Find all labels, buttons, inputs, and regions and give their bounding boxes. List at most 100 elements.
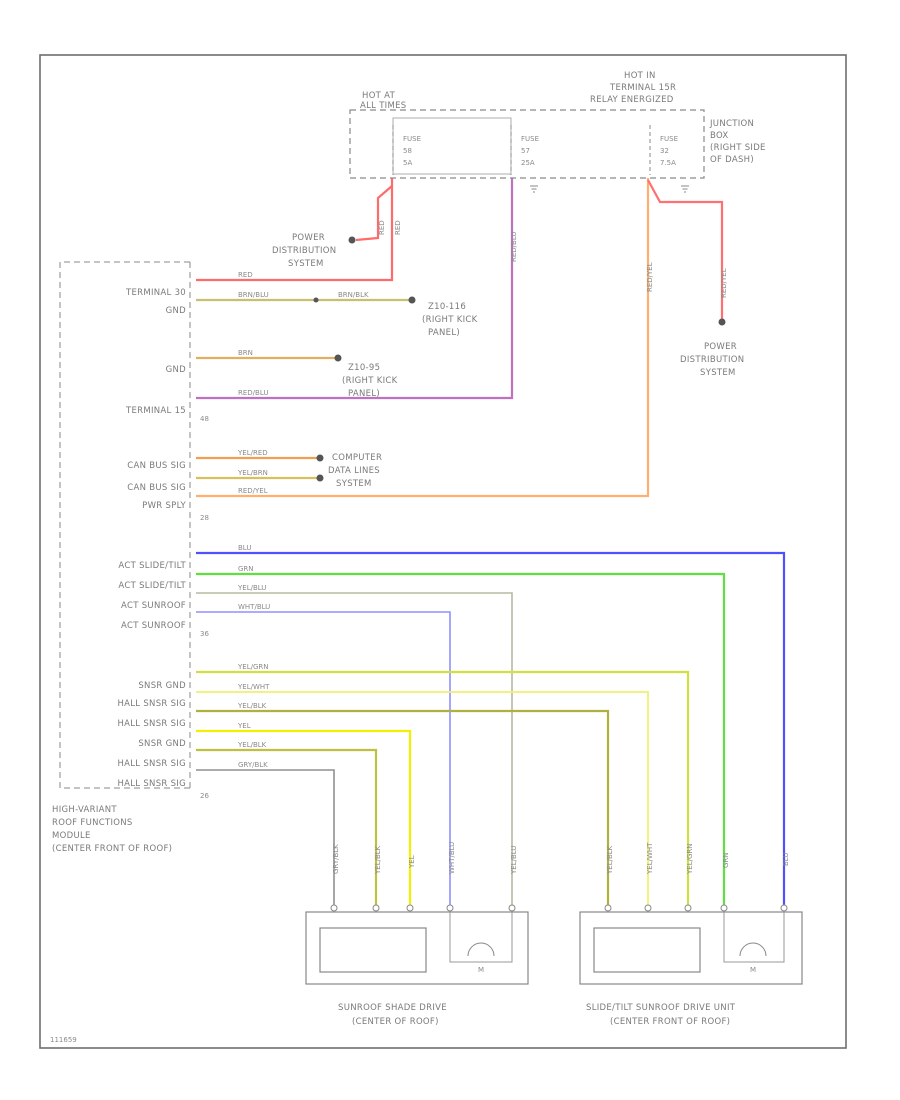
ground-dot-icon	[408, 296, 416, 304]
power-distribution-right-2: DISTRIBUTION	[680, 355, 744, 365]
vwire-label-grn: GRN	[722, 852, 730, 868]
junction-box-name-2: BOX	[710, 131, 729, 141]
connector-id: 48	[200, 415, 209, 423]
splice-dot-icon	[313, 297, 319, 303]
terminal-icon	[330, 904, 338, 912]
wire-yel-wht	[196, 691, 649, 906]
computer-data-lines-1: COMPUTER	[332, 453, 382, 463]
pin-label-hall-snsr: HALL SNSR SIG	[117, 779, 186, 789]
module-caption-3: MODULE	[52, 831, 91, 841]
pin-label-terminal-15: TERMINAL 15	[125, 406, 186, 416]
ground-1-label-2: (RIGHT KICK	[422, 315, 478, 325]
junction-box-name-3: (RIGHT SIDE	[710, 143, 766, 153]
wire-label-yel-blu: YEL/BLU	[237, 584, 266, 592]
vwire-label-red-blu: RED/BLU	[510, 231, 518, 262]
wire-label-red-blu: RED/BLU	[238, 389, 269, 397]
shade-drive-caption-1: SUNROOF SHADE DRIVE	[338, 1003, 447, 1013]
connector-id: 36	[200, 630, 209, 638]
power-distribution-left-1: POWER	[292, 233, 325, 243]
power-distribution-right-1: POWER	[704, 342, 737, 352]
wire-label-yel-grn: YEL/GRN	[237, 663, 268, 671]
pin-label-act-slide-tilt: ACT SLIDE/TILT	[118, 561, 186, 571]
wire-blu	[196, 551, 786, 906]
ground-2-label-3: PANEL)	[348, 389, 380, 399]
computer-data-lines-3: SYSTEM	[336, 479, 372, 489]
computer-data-lines-2: DATA LINES	[328, 466, 380, 476]
pin-label-gnd: GND	[166, 306, 187, 316]
junction-box-name-4: OF DASH)	[710, 155, 754, 165]
pin-label-gnd: GND	[166, 365, 187, 375]
fuse-c-rating: 7.5A	[660, 159, 676, 167]
pin-label-act-slide-tilt: ACT SLIDE/TILT	[118, 581, 186, 591]
motor-icon	[739, 942, 767, 957]
shade-drive-caption-2: (CENTER OF ROOF)	[352, 1017, 439, 1027]
wire-gry-blk	[196, 769, 335, 906]
hot-at-all-times-line2: ALL TIMES	[360, 101, 407, 111]
junction-box-name-1: JUNCTION	[709, 119, 754, 129]
terminal-icon	[446, 904, 454, 912]
vwire-label-red-yel: RED/YEL	[646, 262, 654, 292]
wire-yel	[196, 729, 412, 906]
terminal-icon	[406, 904, 414, 912]
pin-label-snsr-gnd: SNSR GND	[138, 739, 186, 749]
wire-label-wht-blu: WHT/BLU	[238, 603, 270, 611]
fuse-b-label: FUSE	[521, 135, 539, 143]
fuse-a-label: FUSE	[403, 135, 421, 143]
ground-symbol-icon	[681, 185, 689, 193]
ground-2-label-2: (RIGHT KICK	[342, 376, 398, 386]
wire-label-yel-red: YEL/RED	[237, 449, 268, 457]
motor-icon	[467, 942, 495, 957]
connector-id: 26	[200, 792, 209, 800]
wire-label-brn-blu: BRN/BLU	[238, 291, 269, 299]
fuse-a-rating: 5A	[403, 159, 412, 167]
terminal-icon	[372, 904, 380, 912]
vwire-label-yel-grn: YEL/GRN	[686, 844, 694, 875]
slide-tilt-caption-2: (CENTER FRONT OF ROOF)	[610, 1017, 730, 1027]
pin-label-hall-snsr: HALL SNSR SIG	[117, 719, 186, 729]
pin-label-act-sunroof: ACT SUNROOF	[121, 621, 186, 631]
ground-1-label-1: Z10-116	[428, 302, 466, 312]
vwire-label-yel-wht: YEL/WHT	[646, 842, 654, 875]
wire-label-brn-blk: BRN/BLK	[338, 291, 369, 299]
wire-label-gry-blk: GRY/BLK	[238, 761, 268, 769]
wire-label-blu: BLU	[238, 544, 251, 552]
terminal-icon	[644, 904, 652, 912]
wire-label-yel-wht: YEL/WHT	[237, 683, 270, 691]
wire-red-right	[647, 179, 724, 320]
pin-label-terminal-30: TERMINAL 30	[125, 288, 186, 298]
wire-label-yel-blk-2: YEL/BLK	[237, 741, 267, 749]
wire-red-yel	[196, 178, 650, 498]
pin-label-pwr-sply: PWR SPLY	[142, 501, 186, 511]
motor-label: M	[478, 966, 484, 974]
vwire-label-yel-blk: YEL/BLK	[374, 845, 382, 875]
fuse-a-number: 58	[403, 147, 412, 155]
power-distribution-left-3: SYSTEM	[288, 259, 324, 269]
wire-label-yel-blk: YEL/BLK	[237, 702, 267, 710]
wire-red-branch	[355, 185, 393, 242]
vwire-label-red-2: RED	[394, 220, 402, 235]
connector-dot-icon	[348, 236, 356, 244]
connector-dot-icon	[316, 454, 324, 462]
pin-label-act-sunroof: ACT SUNROOF	[121, 601, 186, 611]
figure-id: 111659	[50, 1036, 77, 1044]
hot-in-line3: RELAY ENERGIZED	[590, 95, 674, 105]
vwire-label-yel: YEL	[408, 855, 416, 869]
hot-in-line2: TERMINAL 15R	[609, 83, 676, 93]
ground-dot-icon	[334, 354, 342, 362]
wire-yel-grn	[196, 670, 690, 906]
hot-in-line1: HOT IN	[624, 71, 656, 81]
module-caption-4: (CENTER FRONT OF ROOF)	[52, 844, 172, 854]
pin-label-can-bus: CAN BUS SIG	[127, 461, 186, 471]
terminal-icon	[684, 904, 692, 912]
terminal-icon	[720, 904, 728, 912]
slide-tilt-sunroof-drive-unit: M SLIDE/TILT SUNROOF DRIVE UNIT (CENTER …	[579, 911, 803, 1027]
vwire-label-yel-blu: YEL/BLU	[510, 846, 518, 875]
diagram-frame	[39, 54, 847, 1049]
connector-dot-icon	[316, 474, 324, 482]
wire-label-grn: GRN	[238, 565, 254, 573]
roof-functions-module	[59, 261, 191, 789]
module-caption-1: HIGH-VARIANT	[52, 805, 117, 815]
motor-label: M	[750, 966, 756, 974]
ground-2-label-1: Z10-95	[348, 363, 380, 373]
